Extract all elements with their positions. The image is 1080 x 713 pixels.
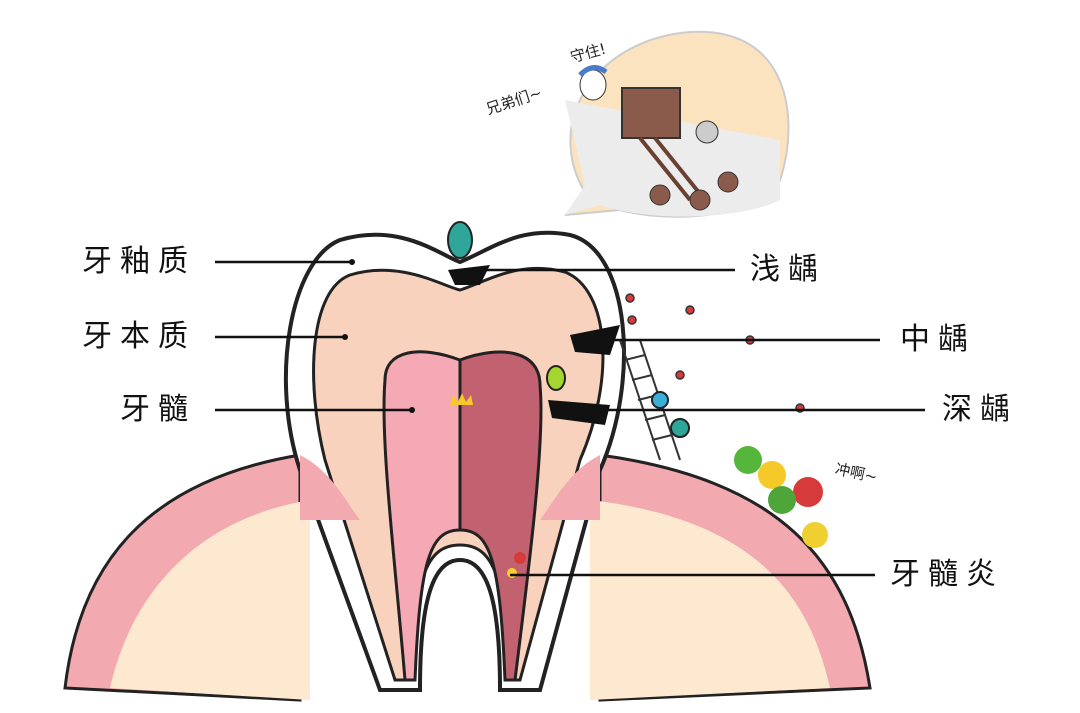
label-medium-caries: 中龋 xyxy=(900,322,976,357)
green-germ-icon xyxy=(734,446,762,474)
label-deep-caries: 深龋 xyxy=(942,392,1018,427)
pulp-infected xyxy=(458,350,543,682)
label-dentin: 牙本质 xyxy=(82,319,196,354)
yellow-germ-icon xyxy=(802,522,828,548)
siege-shield-icon xyxy=(621,87,681,139)
bacterium-icon xyxy=(447,221,473,259)
green-germ-icon xyxy=(768,486,796,514)
label-pulp: 牙髓 xyxy=(120,392,196,427)
ladder-icon xyxy=(619,339,681,461)
label-enamel: 牙釉质 xyxy=(82,244,196,279)
pulp xyxy=(382,350,462,682)
crown-icon xyxy=(450,393,473,405)
red-germ-icon xyxy=(793,477,823,507)
medium-caries-lesion xyxy=(570,325,620,355)
leader-lines xyxy=(215,260,925,577)
label-pulpitis: 牙髓炎 xyxy=(890,557,1004,592)
speech-bubble xyxy=(564,30,790,218)
soldier-icon xyxy=(695,120,719,144)
bone xyxy=(110,500,830,700)
bacterium-icon xyxy=(546,365,566,391)
yellow-germ-icon xyxy=(758,461,786,489)
deep-caries-lesion xyxy=(548,400,610,425)
label-shallow-caries: 浅龋 xyxy=(750,252,826,287)
